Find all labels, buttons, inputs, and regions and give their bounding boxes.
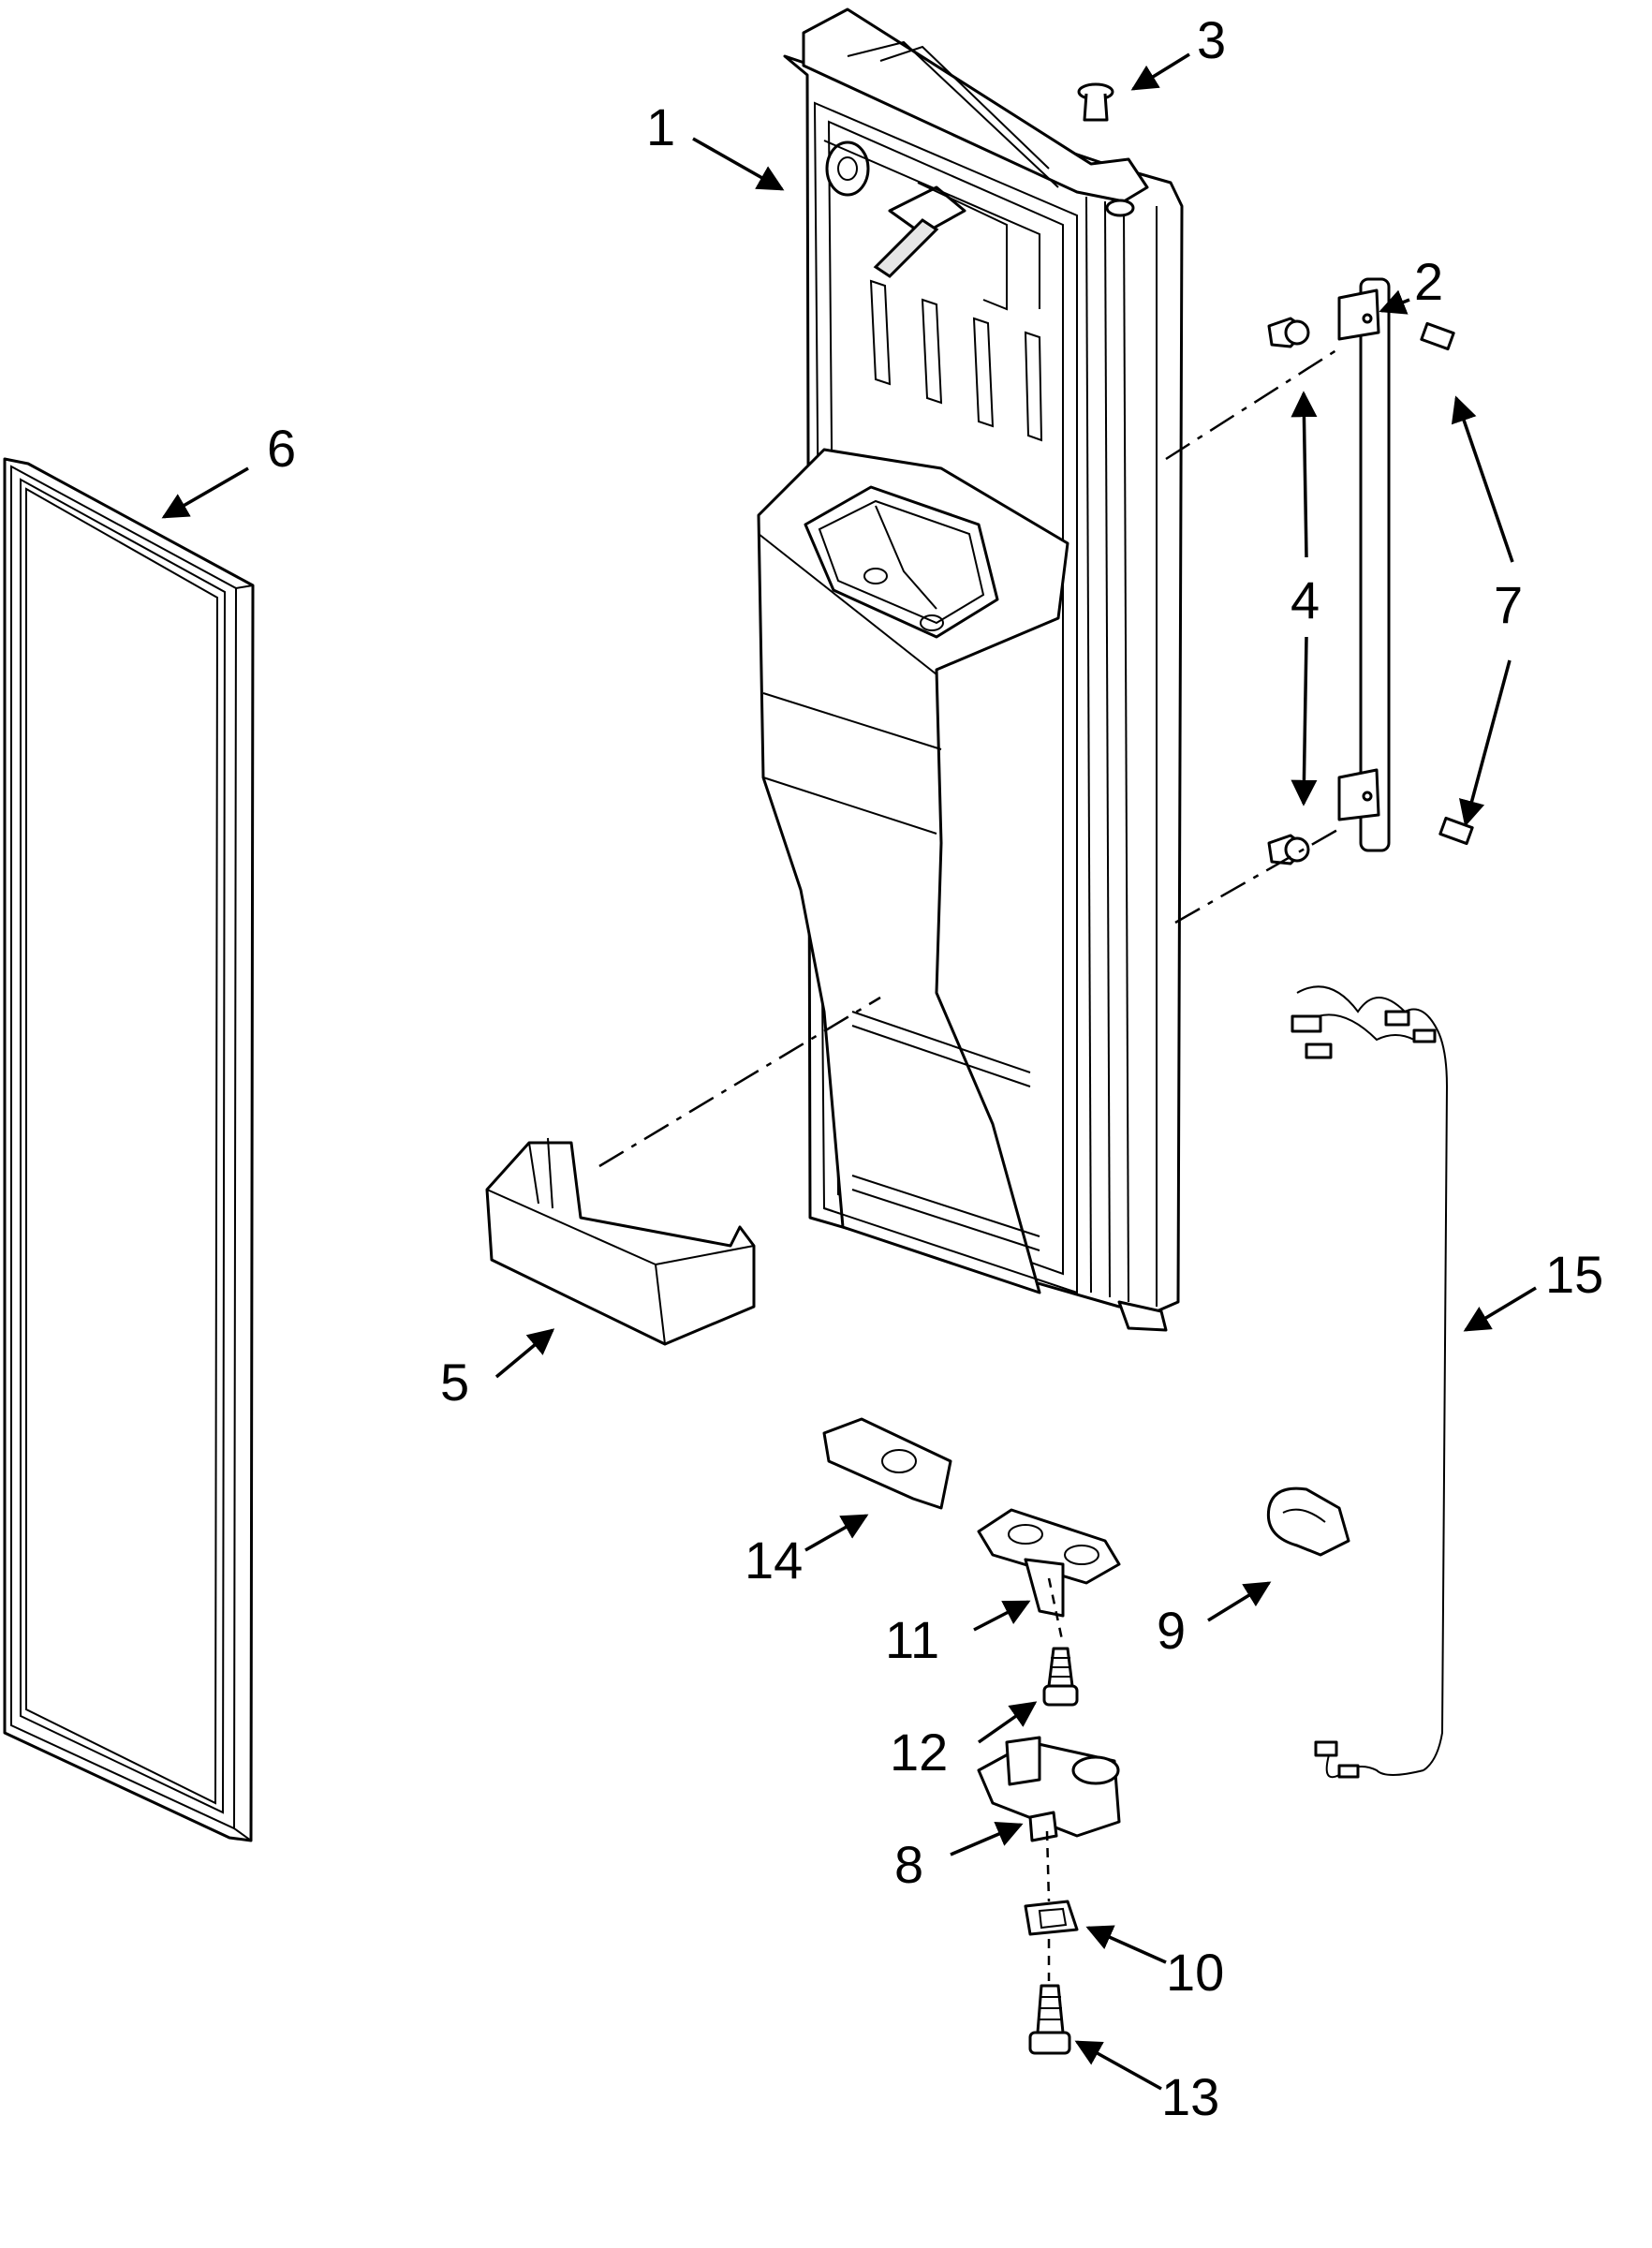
callout-7: 7 <box>1494 575 1523 634</box>
callout-6: 6 <box>267 419 296 478</box>
door-handle-part <box>1337 277 1391 852</box>
callout-leader-arrows <box>161 52 1537 2091</box>
set-screw-part <box>1420 321 1474 846</box>
callout-2: 2 <box>1414 252 1443 311</box>
callout-9: 9 <box>1157 1601 1186 1660</box>
hinge-plate-part <box>977 1508 1121 1618</box>
door-gasket-part <box>3 457 255 1842</box>
callout-11: 11 <box>885 1610 939 1669</box>
lower-hinge-part <box>977 1736 1121 1842</box>
hinge-screw-part <box>1042 1647 1079 1707</box>
callout-14: 14 <box>745 1531 803 1590</box>
callout-labels: 1 2 3 4 5 6 7 8 9 10 11 12 13 14 15 <box>267 10 1603 2126</box>
callout-10: 10 <box>1166 1943 1224 2002</box>
callout-8: 8 <box>894 1835 923 1894</box>
handle-stud-part <box>1267 317 1310 865</box>
wire-clamp-part <box>1266 1486 1350 1557</box>
callout-15: 15 <box>1545 1245 1603 1304</box>
door-plug-part <box>1077 82 1135 217</box>
callout-12: 12 <box>890 1723 948 1782</box>
callout-5: 5 <box>440 1353 469 1412</box>
wire-harness-part <box>1291 985 1449 1779</box>
door-assembly-part <box>757 7 1184 1332</box>
callout-13: 13 <box>1161 2067 1219 2126</box>
callout-4: 4 <box>1291 570 1320 629</box>
assembly-guide-lines <box>598 347 1340 1981</box>
hinge-shim-part <box>1024 1900 1079 1936</box>
callout-3: 3 <box>1197 10 1226 69</box>
mounting-bracket-part <box>822 1417 952 1510</box>
callout-1: 1 <box>646 97 675 156</box>
hinge-bolt-part <box>1028 1984 1071 2055</box>
door-bin-part <box>485 1137 756 1346</box>
